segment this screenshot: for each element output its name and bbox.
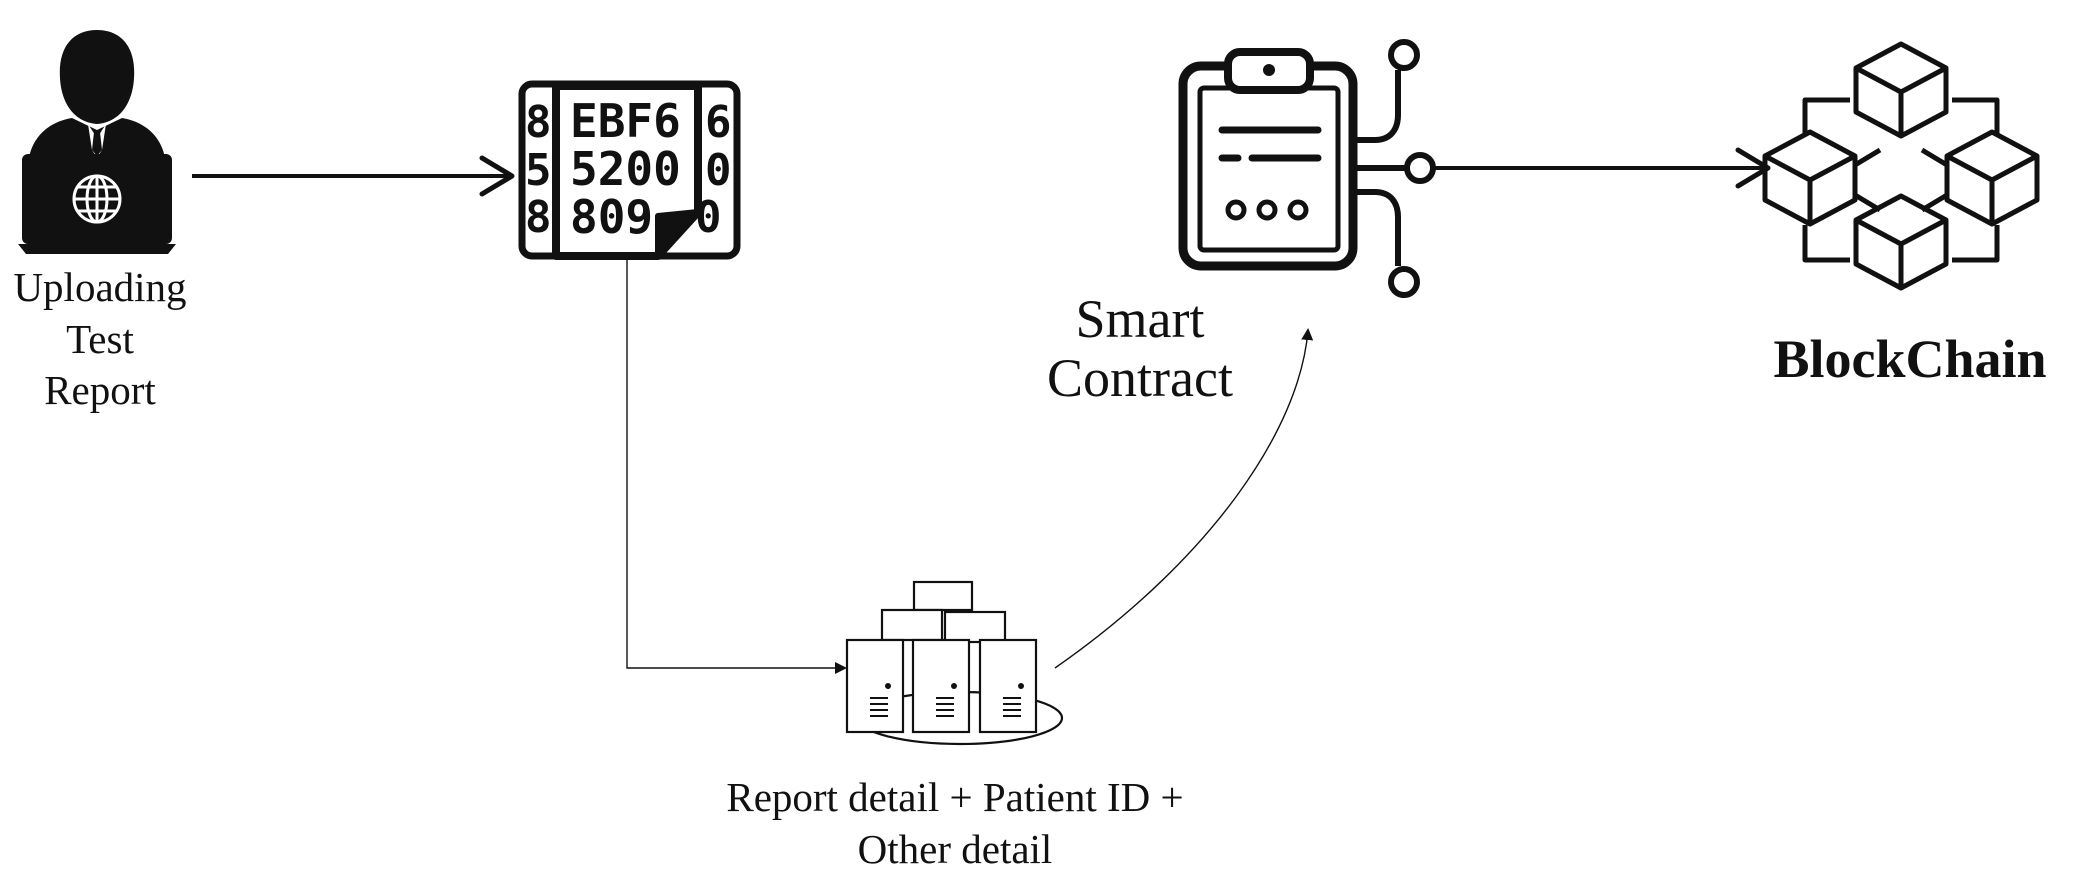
svg-text:8: 8 — [525, 192, 552, 243]
storage-label-text: Report detail + Patient ID + Other detai… — [726, 774, 1184, 872]
svg-text:6: 6 — [705, 97, 732, 148]
storage-label: Report detail + Patient ID + Other detai… — [640, 772, 1270, 875]
server-cluster-icon — [845, 580, 1064, 746]
hash-line-2: 5200 — [570, 142, 681, 196]
hash-line-3: 809 — [570, 190, 653, 244]
smart-contract-label-text: Smart Contract — [1047, 289, 1233, 409]
uploader-label-text: Uploading Test Report — [13, 264, 187, 414]
blockchain-label: BlockChain — [1773, 329, 2047, 389]
arrow-contract-to-blockchain — [1434, 147, 1771, 189]
svg-text:8: 8 — [525, 97, 552, 148]
connector-hash-to-storage — [626, 258, 847, 674]
uploader-label: Uploading Test Report — [0, 262, 200, 417]
user-laptop-icon — [18, 30, 176, 254]
hash-document-icon: 8 5 8 6 0 0 EBF6 5200 809 — [518, 80, 741, 260]
arrow-user-to-hash — [192, 155, 515, 197]
svg-text:0: 0 — [705, 145, 732, 196]
connector-storage-to-contract — [1054, 328, 1314, 669]
clipboard-contract-icon — [1178, 39, 1436, 298]
svg-text:5: 5 — [525, 145, 552, 196]
hash-line-1: EBF6 — [570, 94, 681, 148]
blockchain-cubes-icon — [1762, 41, 2040, 291]
smart-contract-label: Smart Contract — [1015, 289, 1265, 409]
